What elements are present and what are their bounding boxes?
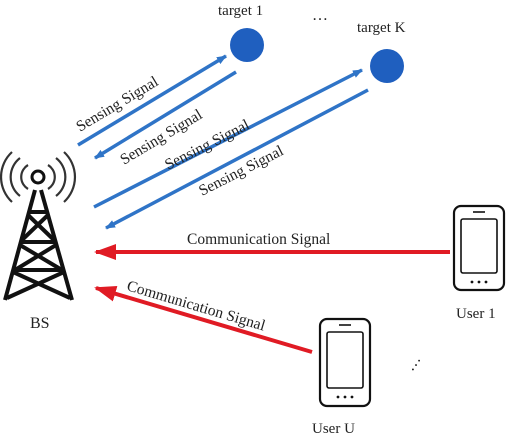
communication-arrow-user-u (94, 286, 313, 354)
target-k-dot (370, 49, 404, 83)
user-1-phone-icon (452, 204, 506, 292)
sensing-arrow-from-target-k (105, 88, 369, 230)
communication-label-1: Communication Signal (187, 231, 330, 248)
user-u-phone-icon (318, 317, 372, 408)
user-1-label: User 1 (456, 306, 496, 322)
users-ellipsis: … (401, 351, 424, 374)
sensing-arrow-to-target-k (93, 68, 363, 209)
base-station-tower-icon (3, 189, 74, 301)
target-1-label: target 1 (218, 3, 263, 19)
sensing-arrows (77, 54, 369, 230)
bs-label: BS (30, 315, 50, 332)
target-k-label: target K (357, 20, 406, 36)
antenna-waves-icon (0, 151, 77, 203)
target-1-dot (230, 28, 264, 62)
sensing-arrow-from-target-1 (94, 70, 237, 160)
communication-label-2: Communication Signal (125, 278, 267, 335)
communication-arrows (94, 244, 450, 354)
sensing-arrow-to-target-1 (77, 54, 227, 147)
user-u-label: User U (312, 421, 355, 436)
targets-ellipsis: … (312, 7, 328, 24)
